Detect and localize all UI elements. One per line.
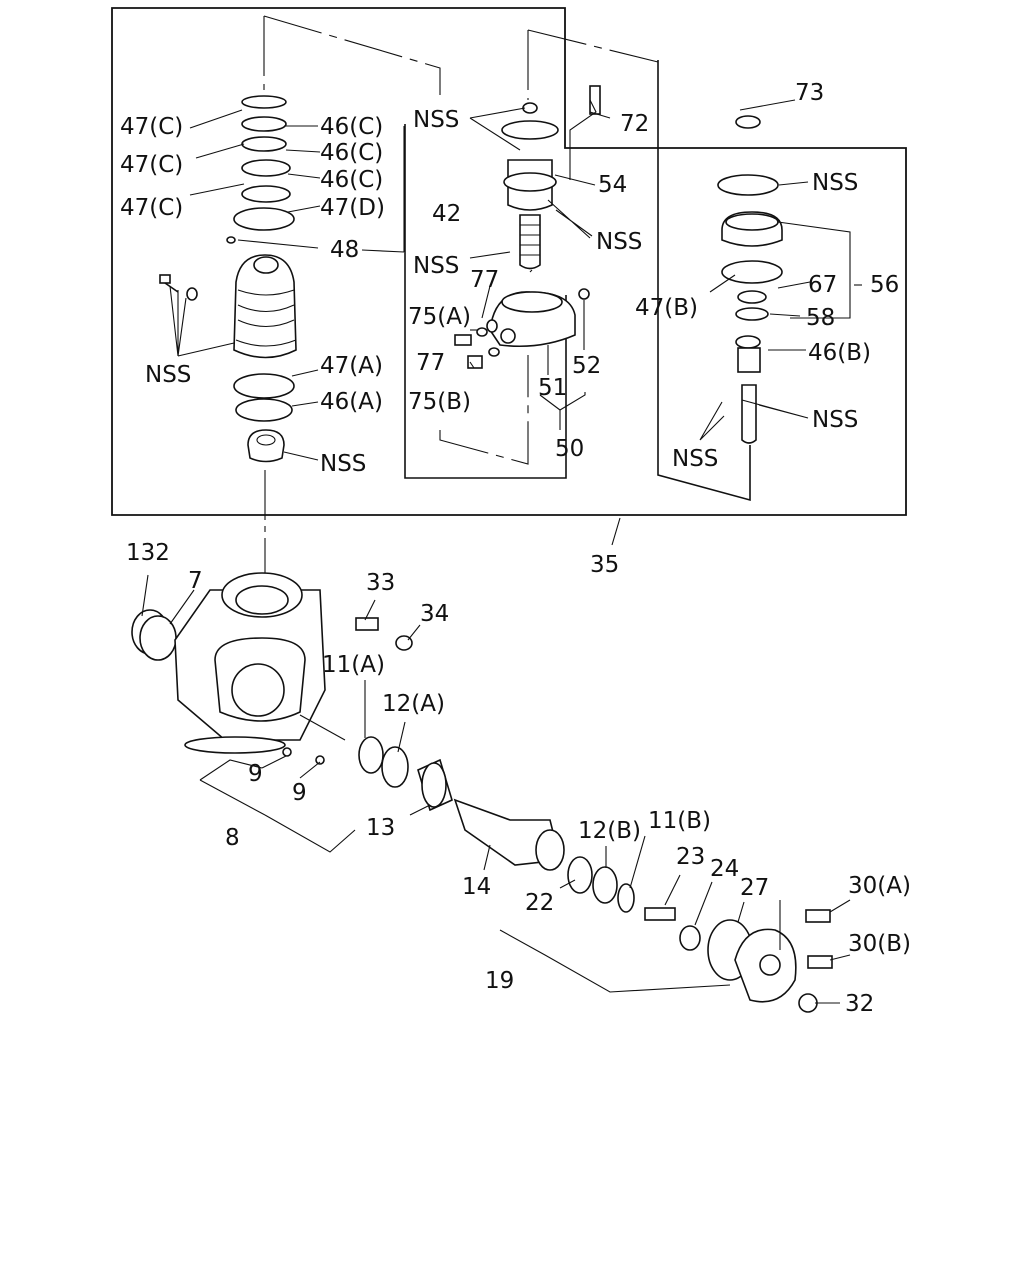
label-nss-3: NSS bbox=[413, 107, 459, 133]
label-75a: 75(A) bbox=[408, 304, 471, 330]
label-35: 35 bbox=[590, 552, 619, 578]
label-34: 34 bbox=[420, 601, 449, 627]
label-nss-7: NSS bbox=[812, 407, 858, 433]
label-nss-2: NSS bbox=[320, 451, 366, 477]
label-32: 32 bbox=[845, 991, 874, 1017]
leader-35 bbox=[611, 517, 621, 546]
label-30b: 30(B) bbox=[848, 931, 911, 957]
label-13: 13 bbox=[366, 815, 395, 841]
leader-top-2 bbox=[527, 29, 659, 100]
label-47b: 47(B) bbox=[635, 295, 698, 321]
label-8: 8 bbox=[225, 825, 240, 851]
label-24: 24 bbox=[710, 856, 739, 882]
label-52: 52 bbox=[572, 353, 601, 379]
label-132: 132 bbox=[126, 540, 170, 566]
label-11a: 11(A) bbox=[322, 652, 385, 678]
label-47d: 47(D) bbox=[320, 195, 385, 221]
leader-top-1 bbox=[263, 15, 441, 95]
label-46b: 46(B) bbox=[808, 340, 871, 366]
label-50: 50 bbox=[555, 436, 584, 462]
part-labels: 47(C) 47(C) 47(C) 46(C) 46(C) 46(C) 47(D… bbox=[120, 80, 911, 1017]
label-46c-3: 46(C) bbox=[320, 167, 383, 193]
label-19: 19 bbox=[485, 968, 514, 994]
gear-housing-8 bbox=[131, 572, 326, 765]
label-12b: 12(B) bbox=[578, 818, 641, 844]
label-46a: 46(A) bbox=[320, 389, 383, 415]
label-54: 54 bbox=[598, 172, 627, 198]
label-nss-8: NSS bbox=[672, 446, 718, 472]
seal-stack-left bbox=[226, 95, 295, 244]
label-22: 22 bbox=[525, 890, 554, 916]
valve-housing-51 bbox=[489, 288, 590, 348]
label-46c-1: 46(C) bbox=[320, 114, 383, 140]
label-nss-6: NSS bbox=[812, 170, 858, 196]
label-33: 33 bbox=[366, 570, 395, 596]
assembly-box-35 bbox=[111, 7, 907, 516]
label-46c-2: 46(C) bbox=[320, 140, 383, 166]
label-30a: 30(A) bbox=[848, 873, 911, 899]
label-nss-1: NSS bbox=[145, 362, 191, 388]
label-27: 27 bbox=[740, 875, 769, 901]
label-67: 67 bbox=[808, 272, 837, 298]
label-7: 7 bbox=[188, 568, 203, 594]
label-47c-3: 47(C) bbox=[120, 195, 183, 221]
label-9-a: 9 bbox=[248, 761, 263, 787]
label-72: 72 bbox=[620, 111, 649, 137]
fittings-33-34 bbox=[355, 617, 413, 651]
label-77-b: 77 bbox=[416, 350, 445, 376]
label-14: 14 bbox=[462, 874, 491, 900]
label-56: 56 bbox=[870, 272, 899, 298]
leader-lines bbox=[141, 99, 862, 1004]
label-51: 51 bbox=[538, 375, 567, 401]
label-11b: 11(B) bbox=[648, 808, 711, 834]
label-47c-2: 47(C) bbox=[120, 152, 183, 178]
label-nss-5: NSS bbox=[596, 229, 642, 255]
label-47a: 47(A) bbox=[320, 353, 383, 379]
piston-body bbox=[233, 254, 297, 463]
label-58: 58 bbox=[806, 305, 835, 331]
label-47c-1: 47(C) bbox=[120, 114, 183, 140]
label-75b: 75(B) bbox=[408, 389, 471, 415]
label-48: 48 bbox=[330, 237, 359, 263]
bolt-nss-left bbox=[159, 274, 198, 301]
label-9-b: 9 bbox=[292, 780, 307, 806]
end-cover-19 bbox=[644, 907, 833, 1013]
valve-spool bbox=[501, 102, 559, 270]
label-42: 42 bbox=[432, 201, 461, 227]
group-bracket-rotor bbox=[657, 60, 751, 502]
label-23: 23 bbox=[676, 844, 705, 870]
label-73: 73 bbox=[795, 80, 824, 106]
label-77-a: 77 bbox=[470, 267, 499, 293]
group-bracket-42 bbox=[404, 124, 567, 479]
leader-bottom-42 bbox=[439, 355, 529, 465]
sector-shaft bbox=[358, 736, 635, 913]
label-12a: 12(A) bbox=[382, 691, 445, 717]
label-nss-4: NSS bbox=[413, 253, 459, 279]
